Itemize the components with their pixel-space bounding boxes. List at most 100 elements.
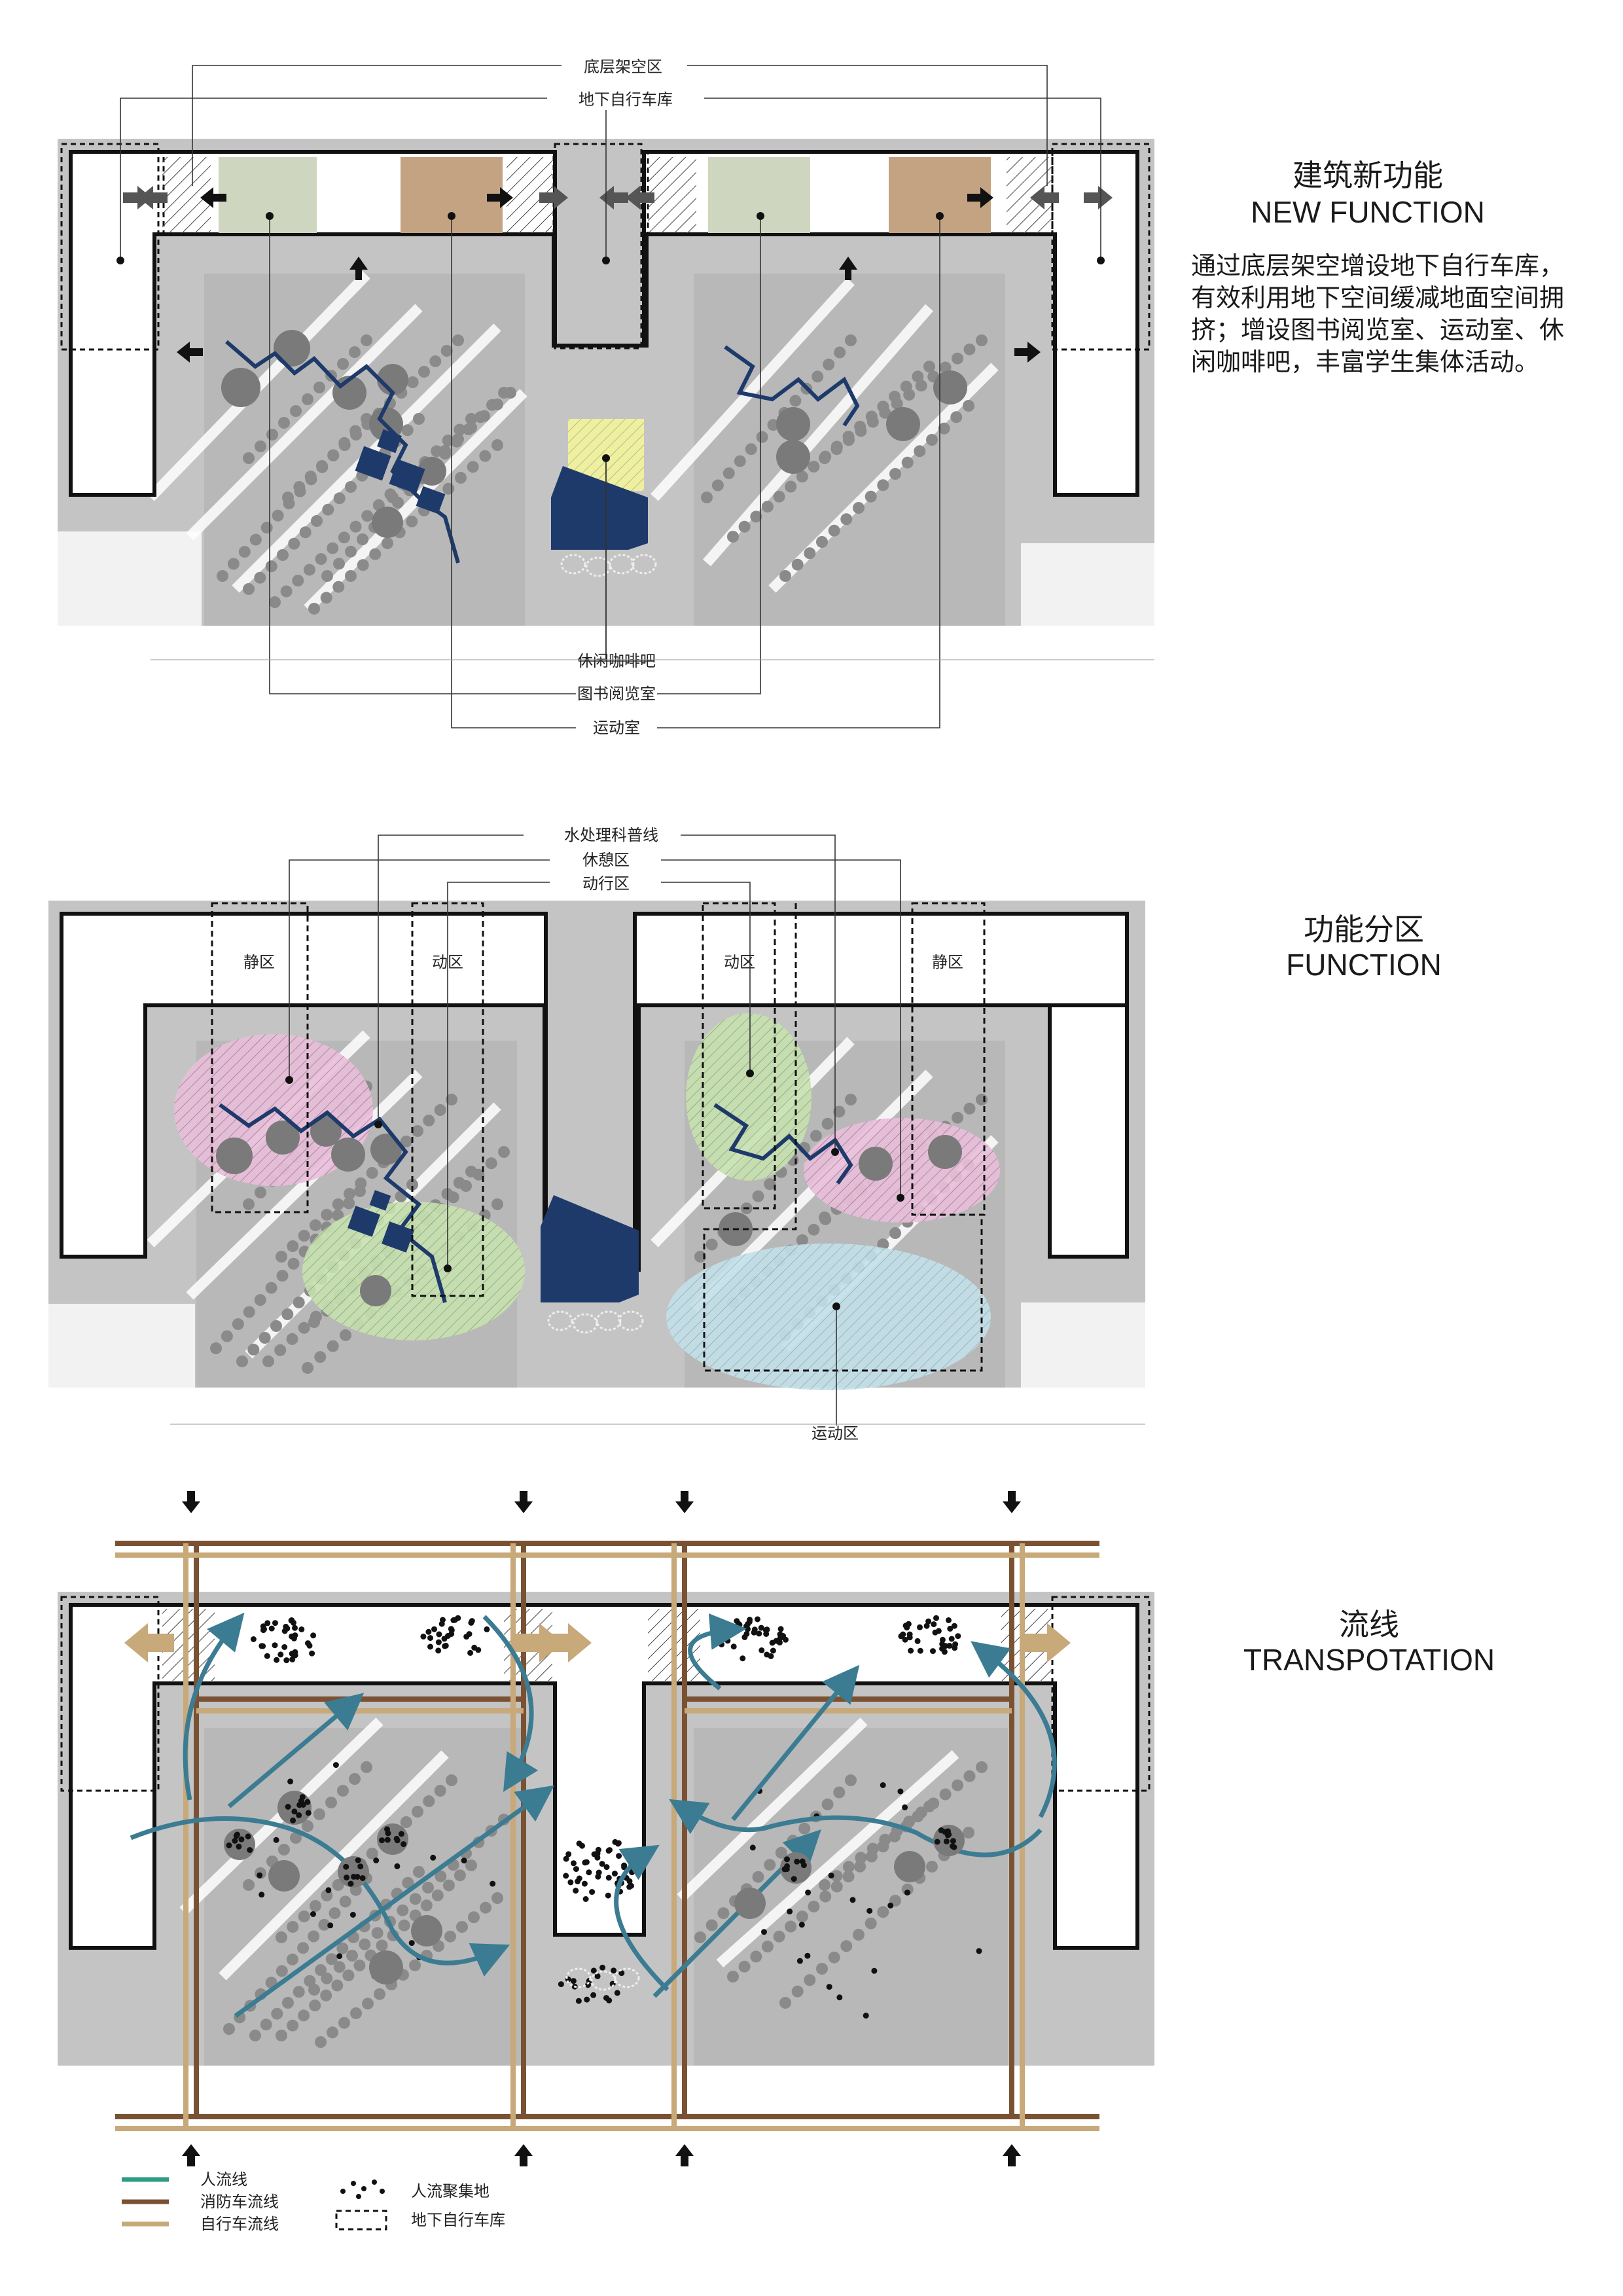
crowd-dot: [764, 1626, 770, 1633]
tree-dot: [939, 1788, 952, 1801]
label-bike-garage: 地下自行车库: [579, 90, 673, 109]
tree-dot: [409, 1893, 421, 1905]
legend-label-crowd: 人流聚集地: [411, 2182, 490, 2200]
tree-dot: [376, 1939, 388, 1952]
tree-dot: [282, 492, 294, 503]
tree-dot: [756, 431, 768, 443]
crowd-dot: [260, 1643, 266, 1649]
tree-dot: [313, 1808, 325, 1820]
crowd-dot: [291, 1808, 298, 1815]
tree-dot: [270, 1320, 282, 1332]
crowd-dot: [951, 1844, 957, 1850]
tree-dot: [402, 1876, 414, 1889]
tree-dot: [785, 480, 797, 493]
bike-rings: [547, 1310, 644, 1334]
crowd-dot: [583, 1859, 590, 1865]
tree-dot: [359, 1938, 371, 1950]
crowd-dot: [626, 1884, 633, 1890]
tree-dot: [371, 1927, 383, 1939]
crowd-dot: [327, 1922, 334, 1929]
tree-dot: [963, 1102, 976, 1115]
crowd-dot: [923, 1623, 930, 1629]
crowd-dot: [573, 1888, 579, 1894]
crowd-dot: [567, 1879, 574, 1886]
tree-dot: [912, 370, 924, 383]
crowd-dot: [948, 1636, 955, 1642]
crowd-dot: [436, 1631, 442, 1638]
tree-dot: [761, 1941, 774, 1953]
label-quiet-right: 静区: [932, 953, 963, 971]
legend-swatch-garage: [335, 2210, 387, 2231]
tree-dot: [223, 2023, 235, 2035]
crowd-dot: [798, 1922, 805, 1928]
tree-dot: [429, 355, 442, 367]
tree-dot: [299, 526, 312, 539]
legend-label-fire: 消防车流线: [200, 2193, 279, 2211]
tree-dot: [409, 1959, 421, 1971]
title-en-panel1: NEW FUNCTION: [1251, 195, 1485, 229]
crowd-dot: [756, 1630, 762, 1637]
crowd-dot: [425, 1628, 432, 1635]
crowd-dot: [594, 1851, 601, 1857]
tree-dot: [290, 405, 302, 417]
tree-dot: [454, 423, 466, 436]
tree-dot: [855, 1852, 867, 1864]
crowd-dot: [836, 1994, 843, 2001]
tree-dot: [865, 1917, 877, 1929]
tree-dot: [345, 545, 357, 558]
crowd-dot: [952, 1645, 958, 1651]
crowd-dot: [452, 1617, 458, 1623]
tree-dot: [302, 393, 313, 405]
crowd-dot: [325, 1887, 332, 1893]
tree-dot: [374, 1988, 385, 2000]
tree-dot: [308, 1930, 320, 1943]
tree-dot: [923, 361, 935, 372]
tree-dot: [276, 1270, 289, 1282]
crowd-dot: [582, 1896, 589, 1902]
crowd-dot: [611, 1871, 618, 1877]
tree-dot: [315, 553, 327, 565]
crowd-dot: [355, 1857, 361, 1863]
tree-dot: [247, 1344, 260, 1355]
tree-dot: [455, 472, 467, 484]
tree-dot: [278, 1844, 290, 1856]
crowd-dot: [259, 1892, 265, 1898]
tree-dot: [853, 502, 865, 514]
tree-dot: [333, 558, 345, 570]
tree-dot: [287, 1921, 299, 1933]
tree-dot: [810, 1130, 822, 1142]
tree-dot: [249, 533, 262, 546]
tree-dot: [819, 452, 830, 464]
tree-dot: [854, 1860, 866, 1873]
tree-dot: [761, 501, 774, 513]
crowd-dot: [616, 1853, 622, 1859]
tree-dot: [877, 1906, 889, 1918]
tree-dot: [891, 397, 903, 410]
reading-room-left: [219, 157, 317, 233]
tree-dot: [879, 406, 891, 419]
crowd-dot: [354, 1874, 361, 1880]
tree-dot: [468, 1911, 480, 1924]
tree-dot: [332, 1209, 344, 1221]
crowd-dot: [804, 1952, 811, 1959]
tree-dot: [303, 564, 315, 576]
tree-dot: [446, 1774, 457, 1786]
crowd-dot: [626, 1878, 633, 1884]
tree-dot: [311, 515, 323, 527]
crowd-dot: [431, 1626, 437, 1632]
label-quiet-left: 静区: [243, 953, 275, 971]
tree-dot: [304, 1975, 316, 1987]
crowd-dot: [575, 1998, 582, 2004]
crowd-dot: [420, 1633, 427, 1640]
tree-dot: [345, 481, 357, 493]
tree-dot: [243, 583, 255, 595]
pedestrian-flows: [130, 1612, 1057, 2018]
panel-new-function: 底层架空区 地下自行车库 休闲咖啡吧 图书阅览室 运动室 建筑新功能 NEW F…: [58, 55, 1485, 737]
tree-dot: [717, 1907, 730, 1920]
tree-dot: [361, 510, 374, 522]
leader-dots: [116, 212, 1105, 462]
crowd-dot: [741, 1634, 748, 1640]
tree-dot: [338, 531, 350, 544]
label-rest-area: 休憩区: [582, 851, 630, 869]
tree-dot: [293, 1297, 305, 1308]
